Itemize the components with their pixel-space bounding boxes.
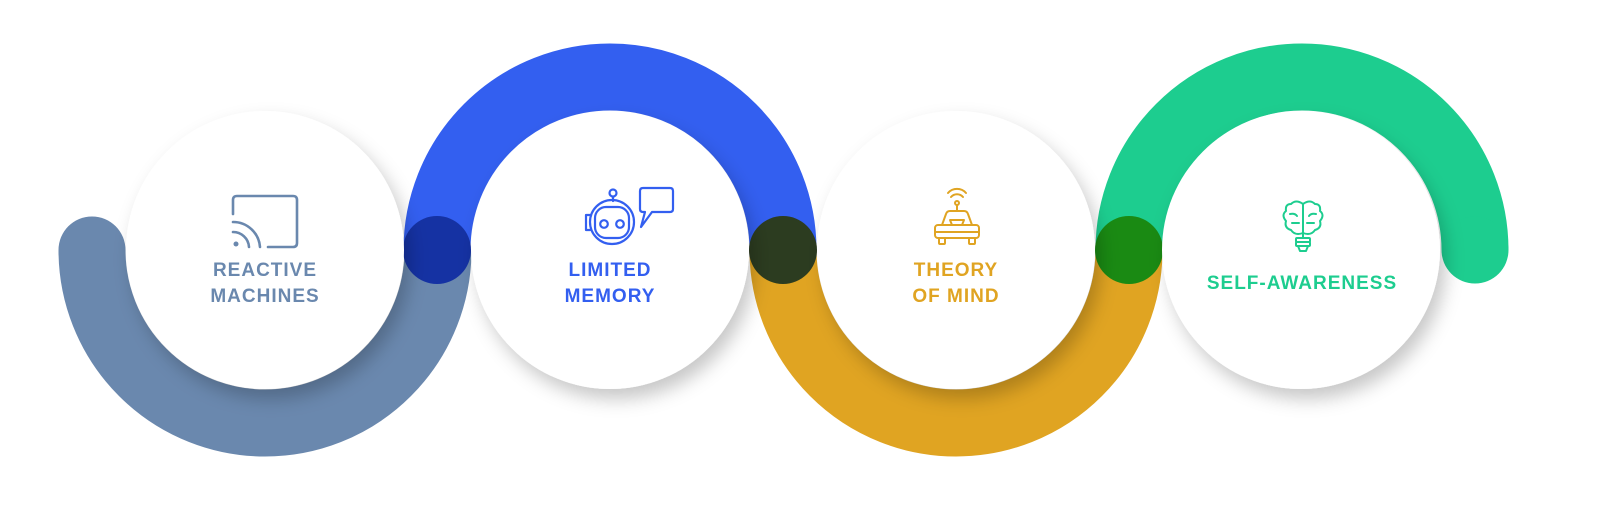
label-line-1: SELF-AWARENESS bbox=[1206, 273, 1398, 294]
autonomous-car-icon bbox=[934, 187, 980, 245]
stage-label-reactive-machines: REACTIVE MACHINES bbox=[210, 258, 319, 310]
label-line-2: OF MIND bbox=[912, 286, 1000, 307]
stage-label-self-awareness: SELF-AWARENESS bbox=[1207, 271, 1397, 297]
arc-start-cap bbox=[58, 216, 126, 284]
arc-theory-of-mind bbox=[749, 249, 1163, 457]
stage-label-limited-memory: LIMITED MEMORY bbox=[565, 258, 656, 310]
label-line-1: LIMITED bbox=[568, 260, 652, 281]
label-line-1: THEORY bbox=[913, 260, 999, 281]
arc-reactive-machines bbox=[58, 249, 472, 457]
arc-end-cap bbox=[1441, 216, 1509, 284]
label-line-2: MEMORY bbox=[564, 286, 656, 307]
junction-dot-2 bbox=[749, 216, 817, 284]
arc-limited-memory bbox=[403, 43, 817, 251]
stage-label-theory-of-mind: THEORY OF MIND bbox=[912, 258, 999, 310]
stage-circle-limited-memory bbox=[471, 111, 749, 389]
brain-bulb-icon bbox=[1282, 200, 1324, 252]
junction-dot-3 bbox=[1095, 216, 1163, 284]
label-line-1: REACTIVE bbox=[212, 260, 318, 281]
label-line-2: MACHINES bbox=[210, 286, 320, 307]
cast-screen-icon bbox=[231, 194, 299, 249]
arc-self-awareness bbox=[1095, 43, 1509, 251]
stage-circle-reactive-machines bbox=[126, 111, 404, 389]
robot-chat-icon bbox=[584, 186, 675, 246]
junction-dot-1 bbox=[403, 216, 471, 284]
stage-circle-theory-of-mind bbox=[817, 111, 1095, 389]
